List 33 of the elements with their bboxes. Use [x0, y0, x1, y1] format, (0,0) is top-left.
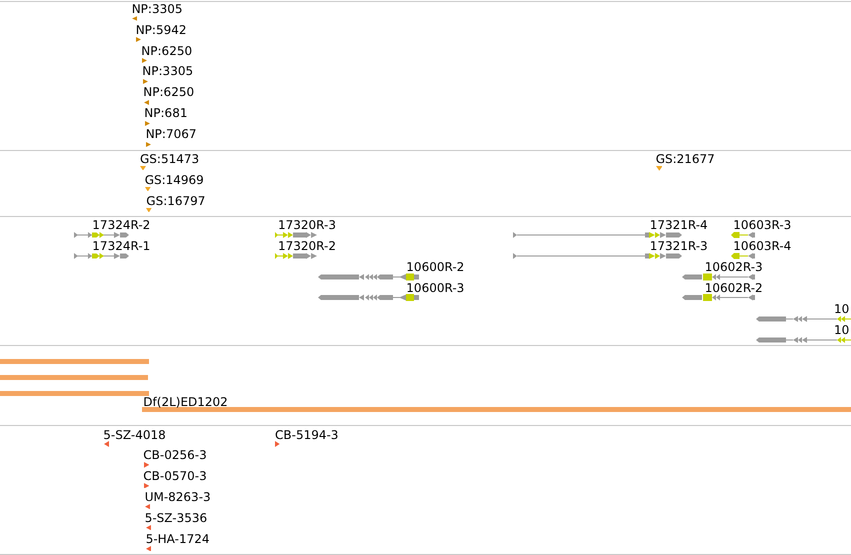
feature-label: NP:7067: [146, 127, 196, 142]
feature-label: CB-0256-3: [143, 448, 207, 462]
feature-label: 17324R-1: [92, 239, 150, 254]
feature-label: 5-SZ-3536: [144, 511, 208, 526]
feature-label: GS:21677: [656, 152, 715, 166]
feature-label: 10603R-4: [733, 239, 792, 254]
feature-label: 10600R-2: [406, 260, 464, 274]
feature-label: 17320R-2: [278, 239, 336, 254]
feature-label: UM-8263-3: [144, 490, 211, 504]
feature-label: NP:6250: [141, 44, 192, 58]
feature-label: GS:16797: [146, 194, 206, 208]
feature-label: 17324R-2: [92, 218, 150, 232]
feature-label: GS:14969: [144, 172, 204, 187]
feature-label: NP:3305: [132, 2, 182, 16]
feature-label: 10: [834, 322, 850, 336]
feature-label: NP:5942: [136, 22, 186, 37]
feature-label: 5-SZ-4018: [103, 428, 166, 442]
feature-label: NP:681: [144, 106, 188, 120]
feature-label: 10600R-3: [406, 280, 464, 295]
feature-label: Df(2L)ED1202: [143, 394, 228, 408]
feature-label: 10603R-3: [733, 218, 792, 232]
feature-label: 10: [834, 302, 850, 316]
feature-label: NP:6250: [143, 85, 194, 100]
feature-label: 10602R-3: [704, 260, 763, 274]
feature-label: 17321R-3: [650, 239, 708, 254]
feature-label: 17321R-4: [650, 218, 708, 232]
feature-label: 5-HA-1724: [146, 532, 210, 546]
feature-label: 17320R-3: [278, 218, 336, 232]
feature-label: CB-0570-3: [143, 469, 207, 484]
feature-label: 10602R-2: [704, 280, 763, 295]
feature-label: NP:3305: [142, 64, 194, 78]
feature-label: CB-5194-3: [275, 428, 338, 442]
feature-label: GS:51473: [140, 152, 200, 166]
